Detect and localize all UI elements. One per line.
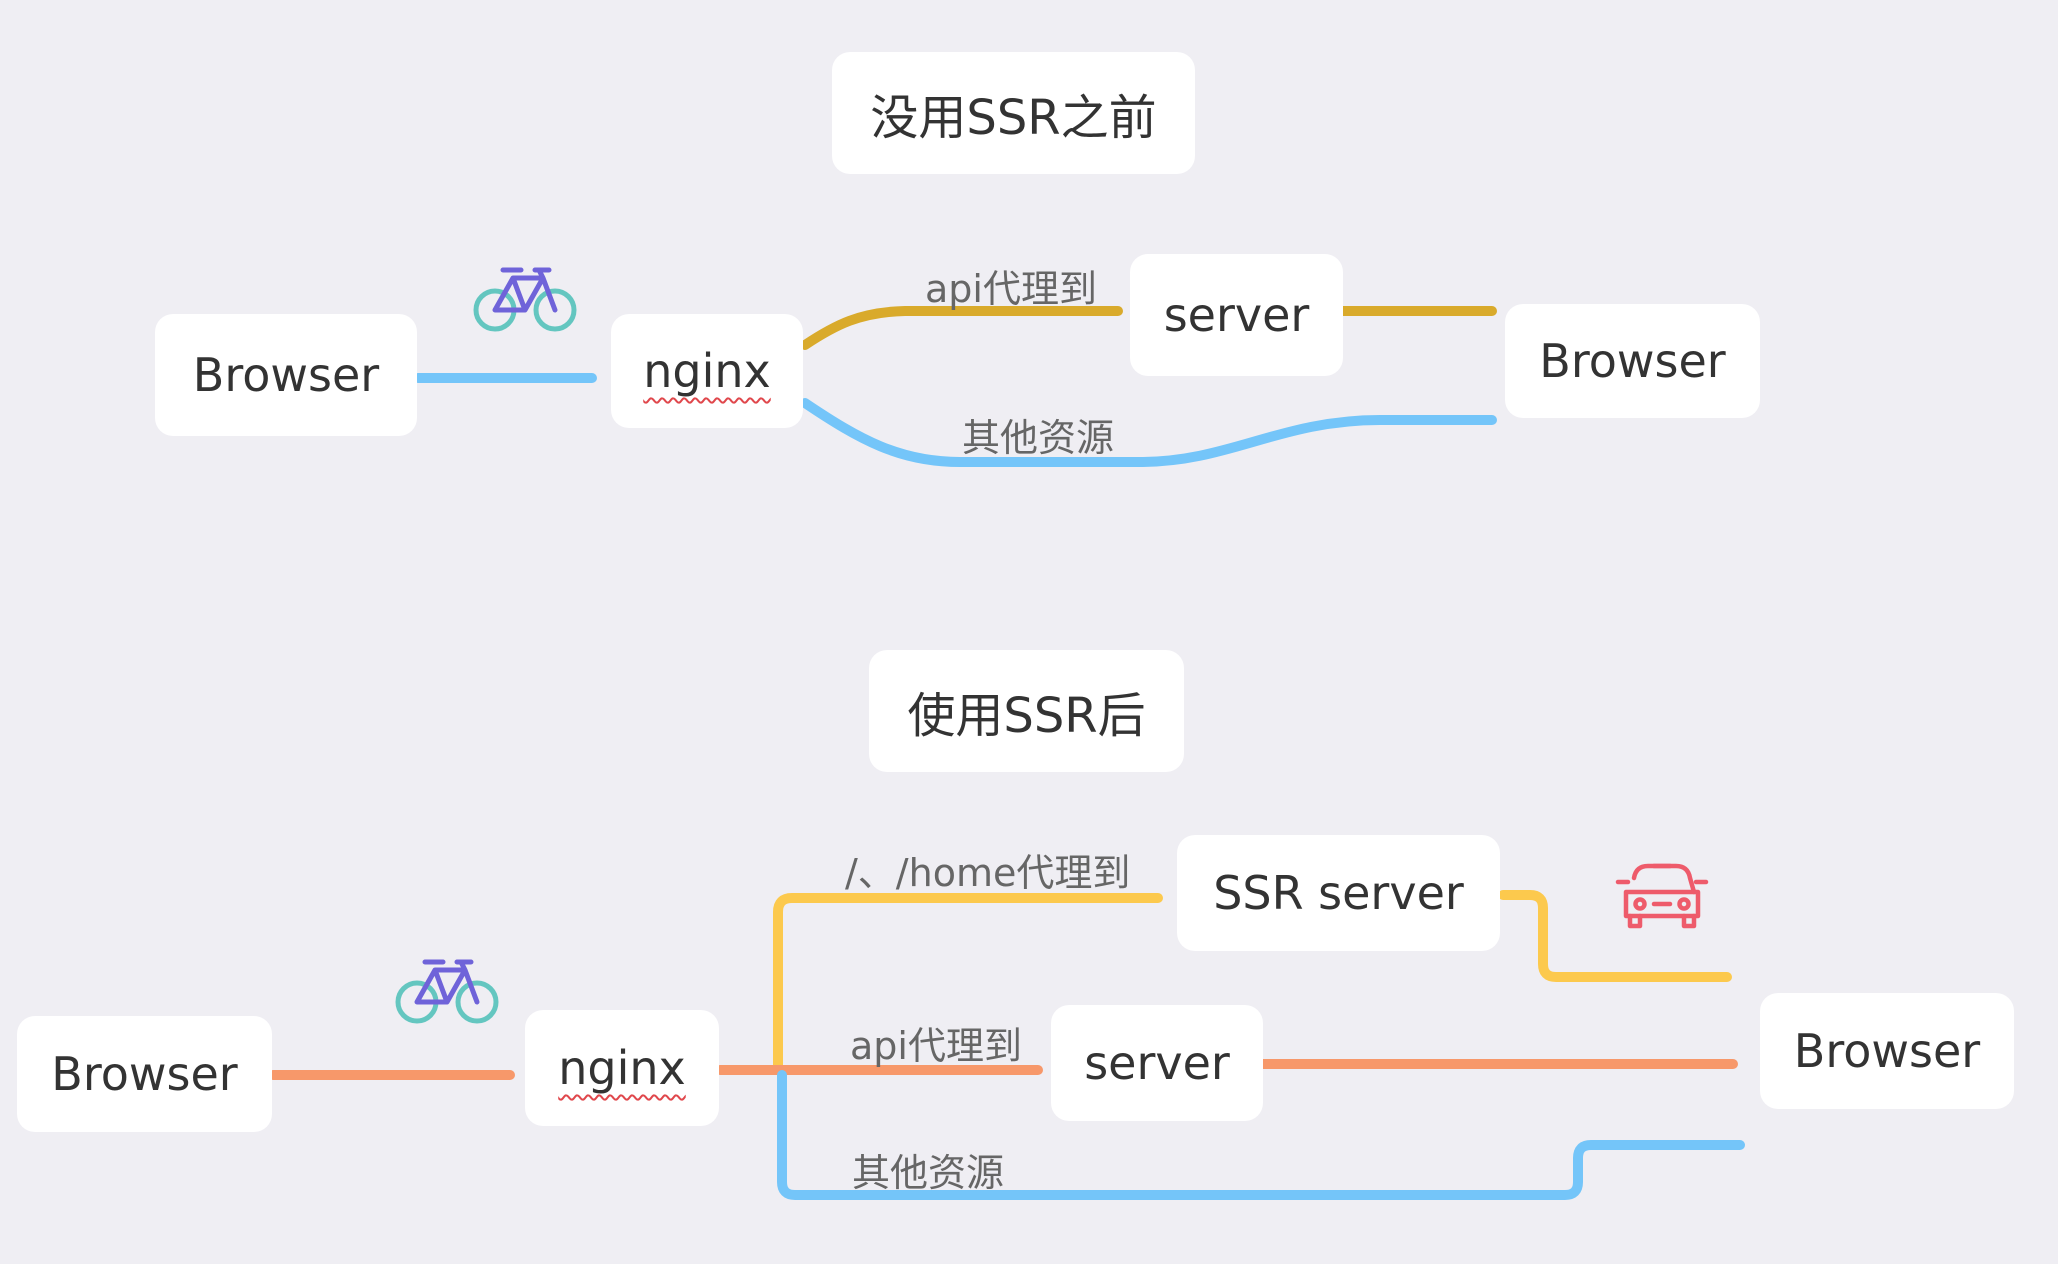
label-home-after: /、/home代理到 (845, 851, 1131, 895)
label-api-after: api代理到 (850, 1024, 1022, 1068)
title-after-ssr: 使用SSR后 (869, 650, 1184, 772)
node-label: nginx (643, 344, 771, 398)
label-other-before: 其他资源 (962, 416, 1115, 460)
title-after-ssr-text: 使用SSR后 (907, 688, 1146, 744)
node-label: Browser (1793, 1024, 1981, 1078)
line-nginx-to-ssr-server-after (773, 893, 1163, 1073)
node-label: SSR server (1213, 866, 1464, 920)
bicycle-icon (395, 959, 499, 1024)
label-other-after: 其他资源 (852, 1151, 1005, 1195)
node-browser-output-after: Browser (1760, 993, 2014, 1109)
node-nginx-before: nginx (611, 314, 803, 428)
node-label: Browser (192, 348, 380, 402)
line-nginx-to-browser-other-after (777, 1070, 1745, 1200)
node-nginx-after: nginx (525, 1010, 719, 1126)
node-label: Browser (1539, 334, 1726, 388)
node-browser-output-before: Browser (1505, 304, 1760, 418)
node-browser-client-before: Browser (155, 314, 417, 436)
node-browser-client-after: Browser (17, 1016, 272, 1132)
title-before-ssr-text: 没用SSR之前 (870, 90, 1157, 146)
line-nginx-to-server-api-before (800, 306, 1123, 350)
title-before-ssr: 没用SSR之前 (832, 52, 1195, 174)
node-label: server (1163, 288, 1310, 342)
node-label: Browser (51, 1047, 238, 1101)
node-label: nginx (558, 1041, 686, 1095)
node-label: server (1084, 1036, 1230, 1090)
node-server-after: server (1051, 1005, 1263, 1121)
node-server-before: server (1130, 254, 1343, 376)
bicycle-icon (473, 267, 577, 332)
node-ssr-server-after: SSR server (1177, 835, 1500, 951)
line-ssr-server-to-browser-after (1498, 890, 1732, 982)
line-nginx-to-browser-other-before (800, 398, 1497, 467)
car-icon (1615, 863, 1709, 929)
label-api-before: api代理到 (925, 267, 1097, 311)
